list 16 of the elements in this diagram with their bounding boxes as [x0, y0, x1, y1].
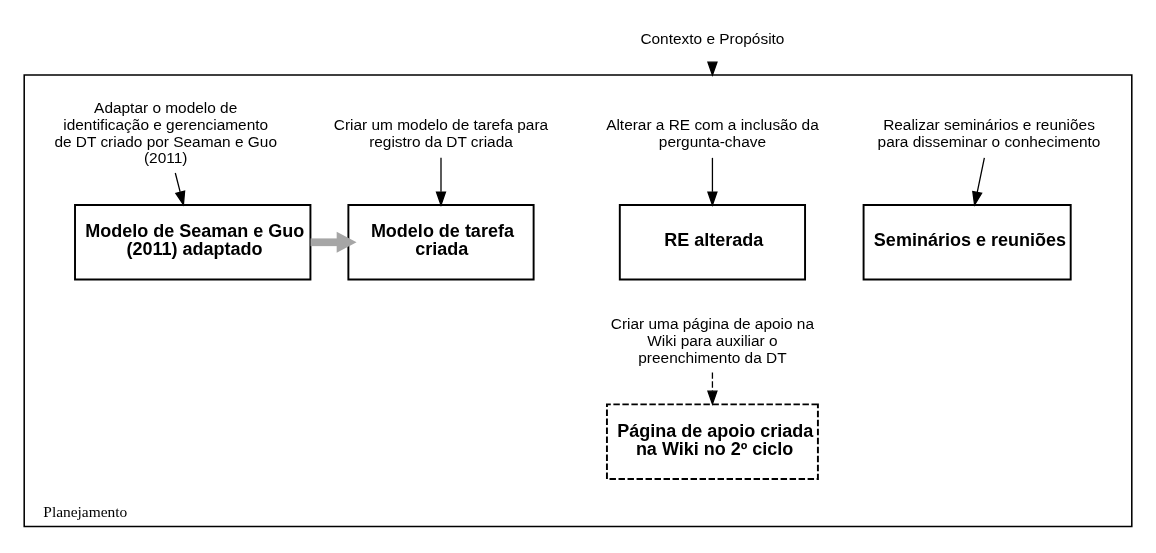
node-box: Modelo de Seaman e Guo (2011) adaptado [74, 203, 312, 281]
arrow [707, 156, 718, 207]
node-box: Seminários e reuniões [862, 203, 1072, 281]
arrow [972, 156, 985, 207]
arrow [174, 171, 186, 207]
node-text: Alterar a RE com a inclusão da pergunta-chave [606, 115, 819, 150]
node-box: RE alterada [618, 203, 806, 281]
arrow [435, 156, 447, 207]
node-text: Criar uma página de apoio na Wiki para auxiliar o preenchimento da DT [610, 314, 815, 366]
node-box: Página de apoio criada na Wiki no 2º ciclo [605, 402, 819, 480]
node-text: Realizar seminários e reuniões para disseminar o conhecimento [877, 115, 1101, 150]
node-box: Modelo de tarefa criada [347, 203, 535, 281]
node-text: Adaptar o modelo de identificação e gerenciamento de DT criado por Seaman e Guo (2011) [54, 98, 278, 166]
node-text: Contexto e Propósito [640, 29, 785, 47]
node-text: Criar um modelo de tarefa para registro da DT criada [333, 115, 549, 150]
arrow [707, 371, 718, 406]
